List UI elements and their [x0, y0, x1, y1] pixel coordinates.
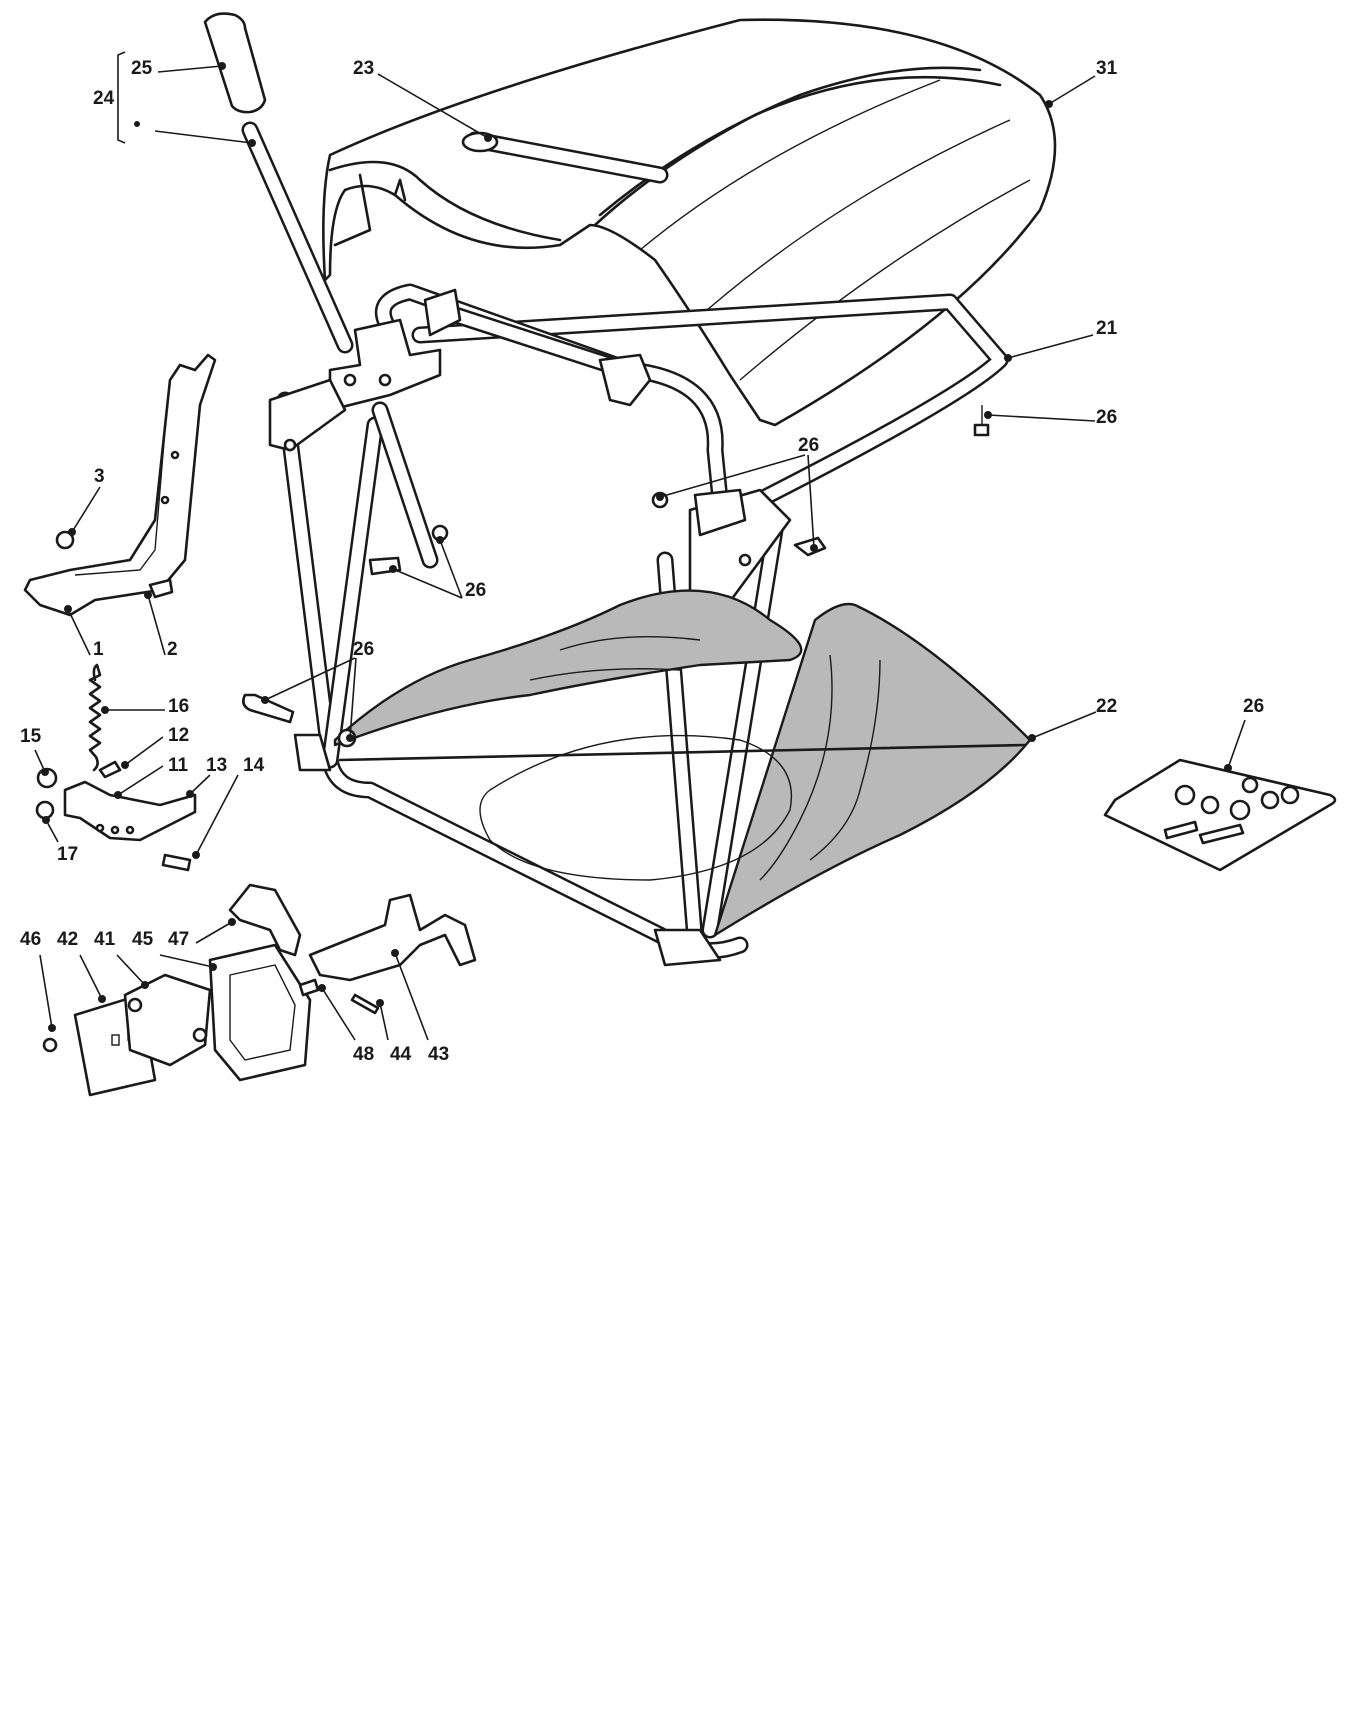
callout-31: 31 — [1096, 58, 1118, 79]
callout-26-right: 26 — [1096, 407, 1117, 428]
callout-46: 46 — [20, 929, 41, 950]
screw-part-48[interactable] — [298, 978, 320, 997]
callout-43: 43 — [428, 1044, 449, 1065]
callout-12: 12 — [168, 725, 189, 746]
callout-3: 3 — [94, 466, 105, 487]
catcher-frame-part-21[interactable] — [268, 283, 1009, 967]
callout-11: 11 — [168, 755, 189, 776]
callout-21: 21 — [1096, 318, 1118, 339]
callout-25: 25 — [131, 58, 153, 79]
callout-14: 14 — [243, 755, 265, 776]
nut-part-3[interactable] — [55, 530, 75, 550]
callout-41: 41 — [94, 929, 116, 950]
callout-13: 13 — [206, 755, 227, 776]
cover-plate-part-47[interactable] — [228, 883, 302, 957]
callout-22: 22 — [1096, 696, 1117, 717]
catcher-bag-part-22[interactable] — [333, 589, 1032, 937]
callout-42: 42 — [57, 929, 78, 950]
top-cover-part-31[interactable] — [322, 18, 1057, 427]
lever-handle-part-24-25[interactable] — [203, 12, 354, 354]
callout-15: 15 — [20, 726, 42, 747]
callout-26-center: 26 — [798, 435, 819, 456]
callout-47: 47 — [168, 929, 189, 950]
callout-labels: 25 24 23 31 21 26 26 26 26 22 26 3 1 2 1… — [20, 58, 1264, 1065]
bolt-part-12[interactable] — [98, 760, 122, 779]
gasket-part-45[interactable] — [208, 943, 312, 1082]
callout-2: 2 — [167, 639, 178, 660]
bolt-part-2[interactable] — [148, 578, 174, 599]
lever-plate-part-1[interactable] — [23, 353, 217, 617]
cover-handle-part-23[interactable] — [461, 131, 669, 184]
bracket-part-11[interactable] — [63, 780, 197, 842]
callout-26-bag: 26 — [1243, 696, 1264, 717]
callout-26-left: 26 — [465, 580, 486, 601]
callout-48: 48 — [353, 1044, 374, 1065]
screw-part-46[interactable] — [42, 1037, 58, 1053]
callout-1: 1 — [93, 639, 104, 660]
hardware-bag-part-26[interactable] — [1103, 758, 1337, 872]
latch-arm-part-43[interactable] — [308, 893, 477, 982]
grass-catcher-assembly — [203, 12, 1057, 967]
bolt-part-14[interactable] — [161, 853, 192, 872]
callout-24: 24 — [93, 88, 115, 109]
spring-part-16[interactable] — [88, 663, 102, 772]
pin-part-44[interactable] — [350, 993, 380, 1015]
leader-lines — [34, 51, 1246, 1041]
nut-part-17[interactable] — [35, 800, 55, 820]
callout-45: 45 — [132, 929, 154, 950]
switch-part-41[interactable] — [123, 973, 212, 1067]
callout-16: 16 — [168, 696, 189, 717]
callout-44: 44 — [390, 1044, 412, 1065]
callout-23: 23 — [353, 58, 374, 79]
callout-17: 17 — [57, 844, 78, 865]
callout-26-lower: 26 — [353, 639, 374, 660]
